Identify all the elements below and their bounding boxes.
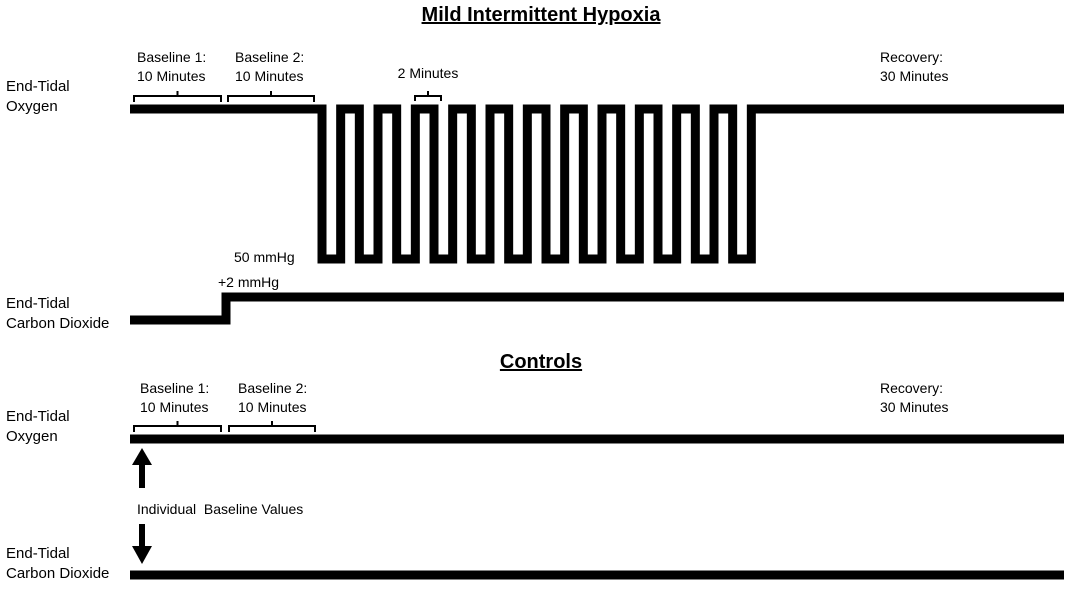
controls-baseline1-title: Baseline 1: — [140, 380, 209, 396]
controls-baseline2-duration: 10 Minutes — [238, 399, 306, 415]
mih-episode-bracket — [414, 91, 442, 101]
controls-recovery-title: Recovery: — [880, 380, 943, 396]
down-arrow-icon — [132, 546, 152, 564]
mih-co2-label-line1: End-Tidal — [6, 295, 70, 312]
mih-recovery-duration: 30 Minutes — [880, 68, 948, 84]
mih-episode-duration: 2 Minutes — [398, 65, 459, 81]
mih-title: Mild Intermittent Hypoxia — [422, 4, 662, 26]
mih-baseline2-title: Baseline 2: — [235, 49, 304, 65]
controls-co2-label-line2: Carbon Dioxide — [6, 565, 109, 582]
mih-o2-label-line2: Oxygen — [6, 98, 58, 115]
mih-baseline1-duration: 10 Minutes — [137, 68, 205, 84]
mih-baseline2-duration: 10 Minutes — [235, 68, 303, 84]
controls-baseline2-title: Baseline 2: — [238, 380, 307, 396]
controls-o2-label-line2: Oxygen — [6, 428, 58, 445]
controls-baseline2-bracket — [228, 421, 316, 432]
up-arrow-icon — [132, 448, 152, 465]
mih-co2-step-label: +2 mmHg — [218, 274, 279, 290]
mih-recovery-title: Recovery: — [880, 49, 943, 65]
mih-o2-label-line1: End-Tidal — [6, 78, 70, 95]
controls-baseline1-bracket — [133, 421, 222, 432]
controls-recovery-duration: 30 Minutes — [880, 399, 948, 415]
controls-o2-label-line1: End-Tidal — [6, 408, 70, 425]
controls-title: Controls — [500, 351, 582, 373]
mih-co2-label-line2: Carbon Dioxide — [6, 315, 109, 332]
baseline-note: Individual Baseline Values — [137, 501, 303, 517]
mih-baseline1-bracket — [133, 91, 222, 102]
mih-hypoxia-level-label: 50 mmHg — [234, 249, 295, 265]
controls-baseline1-duration: 10 Minutes — [140, 399, 208, 415]
mih-o2-trace — [130, 104, 1064, 264]
mih-baseline2-bracket — [227, 91, 315, 102]
mih-baseline1-title: Baseline 1: — [137, 49, 206, 65]
mih-co2-trace — [130, 292, 1064, 325]
controls-co2-label-line1: End-Tidal — [6, 545, 70, 562]
